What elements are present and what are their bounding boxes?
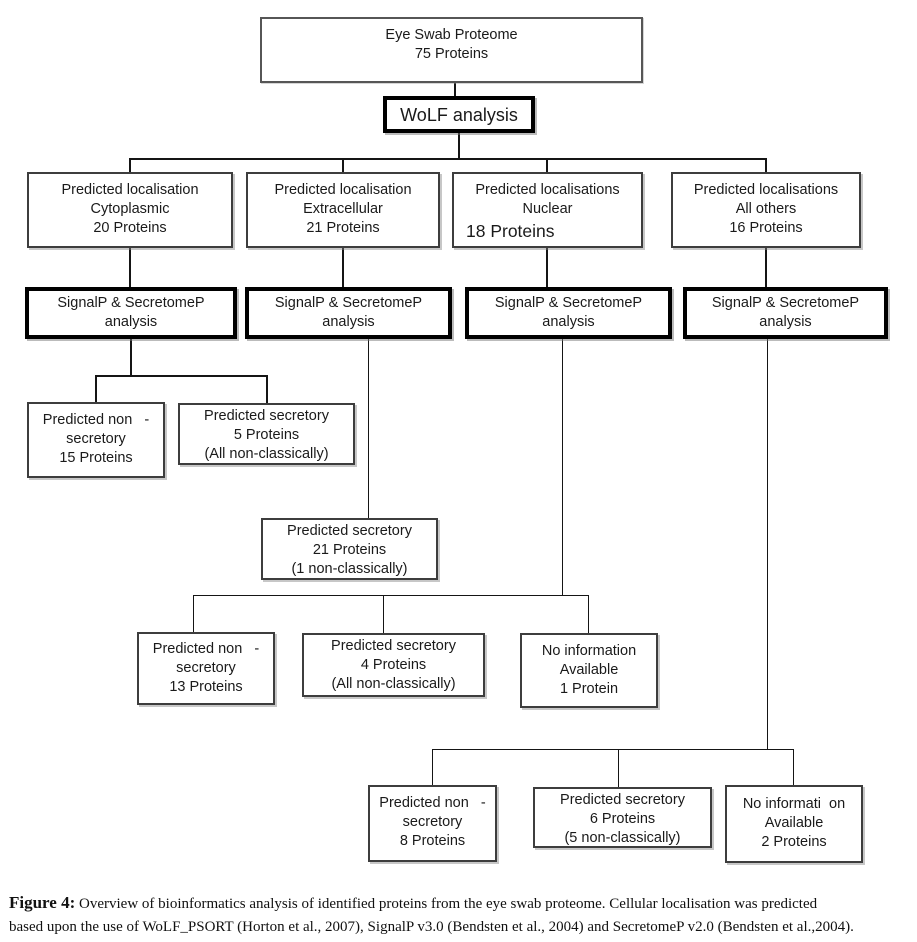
connector-split4-drop-secretory — [618, 749, 619, 789]
node-signalp-allothers: SignalP & SecretomeP analysis — [683, 287, 888, 339]
connector-split1-drop-nuclear — [546, 158, 548, 173]
connector-split1-drop-extracellular — [342, 158, 344, 173]
node-signalp-cytoplasmic: SignalP & SecretomeP analysis — [25, 287, 237, 339]
node-allothers-secretory: Predicted secretory 6 Proteins (5 non-cl… — [533, 787, 712, 848]
node-text: No information — [541, 643, 637, 659]
connector-split3-drop-nonsecretory — [193, 595, 194, 634]
node-title: WoLF analysis — [400, 104, 518, 125]
node-count: 16 Proteins — [729, 220, 803, 236]
connector-wolf-to-split1 — [458, 132, 460, 159]
node-count: 8 Proteins — [399, 833, 466, 849]
node-title: Eye Swab Proteome — [385, 27, 518, 43]
node-count: 75 Proteins — [414, 46, 489, 62]
connector-nuclear-to-signalp — [546, 248, 548, 288]
node-cytoplasmic-secretory: Predicted secretory 5 Proteins (All non-… — [178, 403, 355, 465]
node-count: 1 Protein — [559, 681, 619, 697]
node-text: Predicted secretory — [560, 792, 685, 808]
node-text: secretory — [66, 431, 126, 447]
node-count: 18 Proteins — [466, 221, 555, 241]
node-signalp-nuclear: SignalP & SecretomeP analysis — [465, 287, 672, 339]
node-text: Predicted localisations — [693, 182, 839, 198]
node-text: (1 non-classically) — [291, 561, 408, 577]
connector-split3-drop-secretory — [383, 595, 384, 635]
node-text: analysis — [542, 314, 595, 330]
node-localisation-extracellular: Predicted localisation Extracellular 21 … — [246, 172, 440, 248]
node-text: Predicted non - — [42, 412, 150, 428]
node-extracellular-secretory: Predicted secretory 21 Proteins (1 non-c… — [261, 518, 438, 580]
node-text: Available — [764, 815, 824, 831]
node-localisation-allothers: Predicted localisations All others 16 Pr… — [671, 172, 861, 248]
connector-split2-drop-secretory — [266, 375, 268, 405]
node-text: (All non-classically) — [204, 446, 329, 462]
node-nuclear-noinformation: No information Available 1 Protein — [520, 633, 658, 708]
node-text: secretory — [176, 660, 236, 676]
node-wolf-analysis: WoLF analysis — [383, 96, 535, 133]
node-text: Predicted localisation — [274, 182, 412, 198]
node-text: Predicted secretory — [287, 523, 412, 539]
node-count: 4 Proteins — [360, 657, 427, 673]
node-count: 5 Proteins — [233, 427, 300, 443]
node-text: Nuclear — [522, 201, 573, 217]
node-text: SignalP & SecretomeP — [57, 295, 205, 311]
node-count: 2 Proteins — [761, 834, 827, 850]
node-text: Predicted localisation — [61, 182, 199, 198]
connector-split4-drop-nonsecretory — [432, 749, 433, 787]
connector-signalp1-down — [130, 339, 132, 377]
node-count: 21 Proteins — [306, 220, 380, 236]
node-count: 15 Proteins — [59, 450, 133, 466]
node-eye-swab-proteome: Eye Swab Proteome 75 Proteins — [260, 17, 643, 83]
node-text: All others — [735, 201, 797, 217]
connector-split3-drop-noinfo — [588, 595, 589, 635]
node-text: Predicted secretory — [331, 638, 456, 654]
connector-split2-drop-nonsecretory — [95, 375, 97, 404]
connector-split2-horizontal — [95, 375, 268, 377]
node-localisation-nuclear: Predicted localisations Nuclear 18 Prote… — [452, 172, 643, 248]
node-text: SignalP & SecretomeP — [494, 295, 643, 311]
node-text: SignalP & SecretomeP — [274, 295, 423, 311]
connector-split1-drop-cytoplasmic — [129, 158, 131, 173]
figure-caption: Figure 4: Overview of bioinformatics ana… — [9, 892, 912, 938]
connector-root-to-wolf — [454, 83, 456, 97]
connector-extracellular-to-signalp — [342, 248, 344, 288]
connector-cytoplasmic-to-signalp — [129, 248, 131, 288]
connector-split4-horizontal — [432, 749, 794, 750]
connector-split3-horizontal — [193, 595, 589, 596]
node-allothers-noinformation: No informati on Available 2 Proteins — [725, 785, 863, 863]
connector-split4-drop-noinfo — [793, 749, 794, 787]
connector-split1-drop-allothers — [765, 158, 767, 173]
node-text: Cytoplasmic — [90, 201, 170, 217]
node-text: Predicted localisations — [475, 182, 620, 198]
node-text: Extracellular — [303, 201, 383, 217]
node-text: analysis — [104, 314, 158, 330]
node-text: Predicted non - — [379, 795, 486, 811]
connector-signalp2-to-secretory21 — [368, 339, 369, 520]
node-text: Available — [559, 662, 619, 678]
connector-signalp3-down — [562, 339, 563, 596]
node-count: 13 Proteins — [169, 679, 243, 695]
connector-signalp4-down — [767, 339, 768, 750]
node-text: SignalP & SecretomeP — [711, 295, 860, 311]
node-allothers-nonsecretory: Predicted non - secretory 8 Proteins — [368, 785, 497, 862]
node-text: Predicted secretory — [204, 408, 329, 424]
node-text: analysis — [322, 314, 375, 330]
node-text: (All non-classically) — [331, 676, 456, 692]
node-text: No informati on — [742, 796, 846, 812]
node-cytoplasmic-nonsecretory: Predicted non - secretory 15 Proteins — [27, 402, 165, 478]
node-count: 6 Proteins — [589, 811, 656, 827]
node-signalp-extracellular: SignalP & SecretomeP analysis — [245, 287, 452, 339]
caption-figure-number: Figure 4: — [9, 893, 76, 912]
node-text: Predicted non - — [152, 641, 260, 657]
caption-text-line2: based upon the use of WoLF_PSORT (Horton… — [9, 918, 854, 935]
node-text: secretory — [402, 814, 463, 830]
connector-split1-horizontal — [129, 158, 767, 160]
node-nuclear-secretory: Predicted secretory 4 Proteins (All non-… — [302, 633, 485, 697]
node-nuclear-nonsecretory: Predicted non - secretory 13 Proteins — [137, 632, 275, 705]
caption-text-line1: Overview of bioinformatics analysis of i… — [79, 896, 818, 912]
node-count: 20 Proteins — [93, 220, 167, 236]
node-text: (5 non-classically) — [564, 830, 681, 846]
node-count: 21 Proteins — [312, 542, 387, 558]
node-localisation-cytoplasmic: Predicted localisation Cytoplasmic 20 Pr… — [27, 172, 233, 248]
connector-allothers-to-signalp — [765, 248, 767, 288]
node-text: analysis — [759, 314, 812, 330]
